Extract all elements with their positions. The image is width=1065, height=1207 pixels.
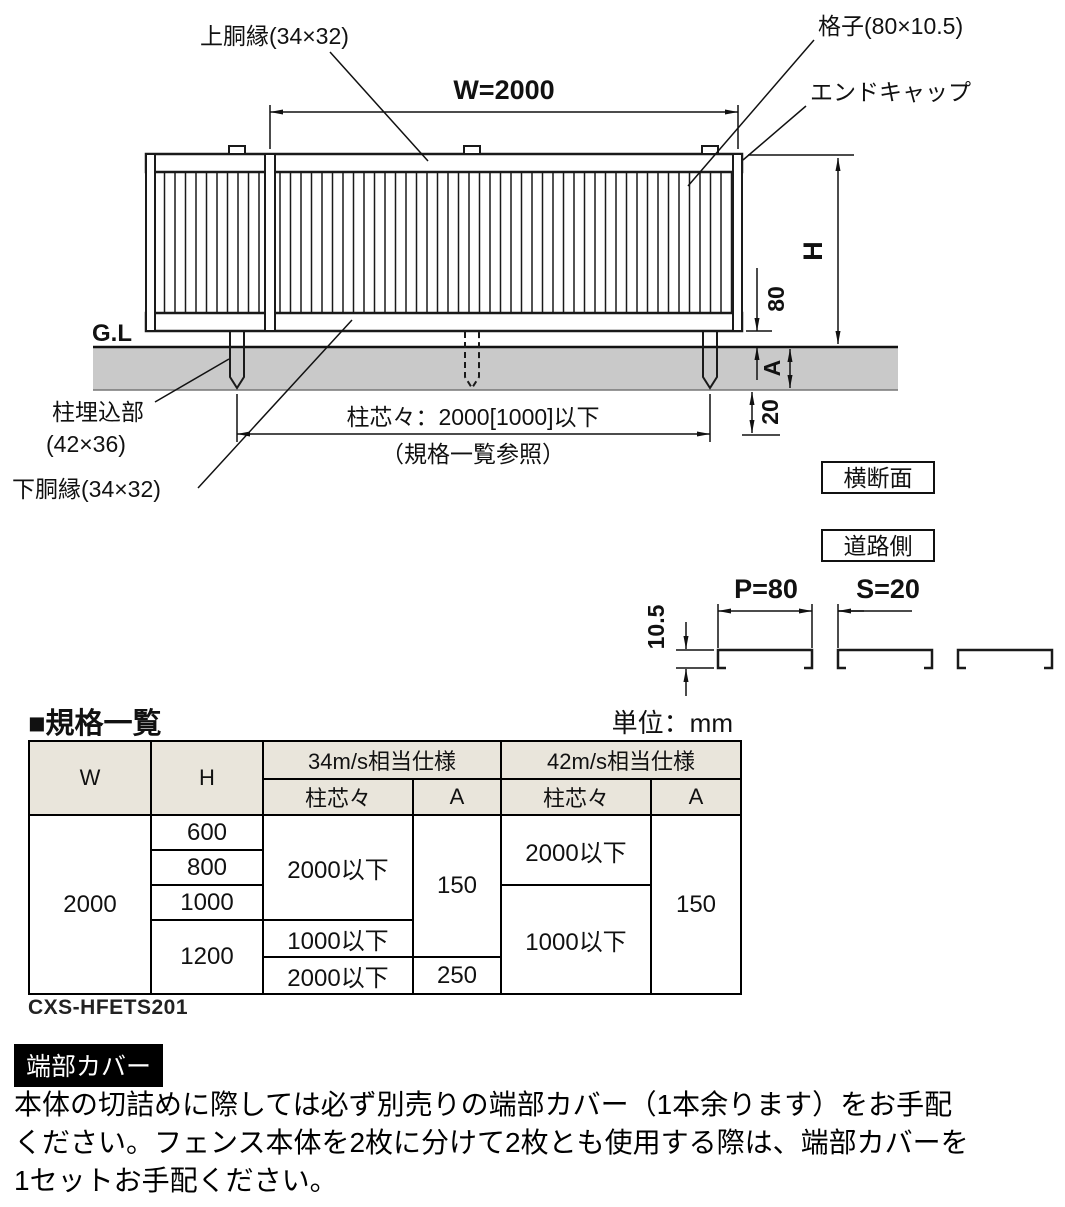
table-row: 2000 600 2000以下 150 2000以下 150	[28, 814, 742, 995]
cell-pitch34-sub1: 1000以下	[262, 919, 414, 958]
post-pitch-dimension	[236, 394, 711, 442]
end-cover-note: 本体の切詰めに際しては必ず別売りの端部カバー（1本余ります）をお手配 ください。…	[14, 1086, 969, 1200]
clearance-dim-label: 80	[763, 286, 789, 312]
spec-table: W H 34m/s相当仕様 42m/s相当仕様 柱芯々 A 柱芯々 A 2000…	[28, 740, 742, 995]
lattice-label: 格子(80×10.5)	[818, 13, 963, 39]
unit-label: 単位：mm	[611, 708, 733, 738]
table-row: 1000 1000以下	[29, 884, 741, 995]
depth-20-dimension	[742, 391, 780, 436]
cell-a34-main: 150	[412, 814, 502, 958]
ground-band	[93, 347, 898, 390]
buried-posts	[229, 332, 718, 390]
col-header-h: H	[150, 740, 264, 816]
post-embed-size-label: (42×36)	[46, 431, 126, 457]
cell-h-600: 600	[150, 814, 264, 851]
road-side-box	[821, 529, 935, 562]
thickness-dim-label: 10.5	[643, 604, 669, 649]
cell-pitch42-top: 2000以下	[500, 814, 652, 886]
panel-joint	[264, 153, 276, 332]
note-line-2: ください。フェンス本体を2枚に分けて2枚とも使用する際は、端部カバーを	[14, 1127, 969, 1158]
height-dim-label: H	[798, 241, 828, 261]
end-cover-badge: 端部カバー	[14, 1044, 164, 1087]
spacing-dim-label: S=20	[856, 574, 920, 604]
group-header-42ms: 42m/s相当仕様	[500, 740, 742, 780]
cell-pitch34-main: 2000以下	[262, 814, 414, 921]
embed-depth-dim-label: A	[759, 360, 785, 377]
ground-line-label: G.L	[92, 320, 132, 347]
subheader-pitch-42: 柱芯々	[500, 778, 652, 816]
thickness-dimension	[676, 622, 714, 696]
slat-profile-2	[836, 648, 934, 670]
cell-pitch34-sub2: 2000以下	[262, 956, 414, 995]
note-line-3: 1セットお手配ください。	[14, 1165, 338, 1196]
cell-h-1000: 1000	[150, 884, 264, 921]
subheader-a-42: A	[650, 778, 742, 816]
cell-w-2000: 2000	[28, 814, 152, 995]
table-row: 2000以下 250	[29, 956, 741, 995]
clearance-dimension	[746, 268, 772, 380]
pitch-spacing-dimensions	[717, 604, 912, 648]
group-header-34ms: 34m/s相当仕様	[262, 740, 502, 780]
top-rail-leader	[329, 51, 429, 162]
cross-section-box	[821, 461, 935, 494]
road-side-label: 道路側	[844, 533, 913, 559]
cross-section-label: 横断面	[844, 465, 913, 491]
post-middle-embedded-dashed	[464, 332, 480, 390]
post-embed-label: 柱埋込部	[52, 399, 144, 425]
slat-profile-1	[716, 648, 814, 670]
fence-diagram: W=2000 H 80 A 20 柱芯々：2000[1000]以下	[12, 13, 1054, 696]
height-dimension	[748, 154, 854, 345]
post-cap-right	[701, 145, 719, 155]
cell-a34-250: 250	[412, 956, 502, 995]
right-end-cap	[732, 153, 743, 332]
spec-list-heading: ■規格一覧	[28, 708, 162, 740]
ground	[93, 345, 898, 391]
post-right-embedded	[702, 332, 718, 390]
post-cap-left	[228, 145, 246, 155]
slat-profiles	[716, 648, 1054, 670]
slat-field	[153, 160, 737, 326]
cell-a42: 150	[650, 814, 742, 995]
depth-20-dim-label: 20	[757, 399, 783, 425]
lattice-leader	[687, 39, 815, 187]
subheader-pitch-34: 柱芯々	[262, 778, 414, 816]
top-rail-label: 上胴縁(34×32)	[200, 23, 349, 49]
width-dim-label: W=2000	[453, 75, 554, 105]
post-pitch-note: （規格一覧参照）	[381, 441, 565, 467]
bottom-rail	[144, 311, 744, 333]
end-cap-label: エンドキャップ	[810, 79, 971, 105]
end-cap-leader	[742, 105, 807, 161]
cell-pitch42-bottom: 1000以下	[500, 884, 652, 995]
post-cap-middle	[463, 145, 481, 155]
fence-elevation	[144, 145, 744, 333]
col-header-w: W	[28, 740, 152, 816]
table-row: 1200 1000以下	[29, 919, 741, 995]
cell-h-1200: 1200	[150, 919, 264, 995]
pitch-dim-label: P=80	[734, 574, 798, 604]
cell-h-800: 800	[150, 849, 264, 886]
subheader-a-34: A	[412, 778, 502, 816]
model-code: CXS-HFETS201	[28, 996, 189, 1019]
note-line-1: 本体の切詰めに際しては必ず別売りの端部カバー（1本余ります）をお手配	[14, 1089, 953, 1120]
bottom-rail-leader	[197, 319, 353, 489]
bottom-rail-label: 下胴縁(34×32)	[12, 476, 161, 502]
width-dimension	[269, 105, 739, 149]
left-end-bar	[145, 153, 156, 332]
post-left-embedded	[229, 332, 245, 390]
slat-profile-3	[956, 648, 1054, 670]
top-rail	[144, 152, 744, 174]
post-pitch-label: 柱芯々：2000[1000]以下	[346, 404, 599, 430]
table-row: 800	[29, 849, 741, 886]
post-embed-leader	[154, 358, 230, 403]
